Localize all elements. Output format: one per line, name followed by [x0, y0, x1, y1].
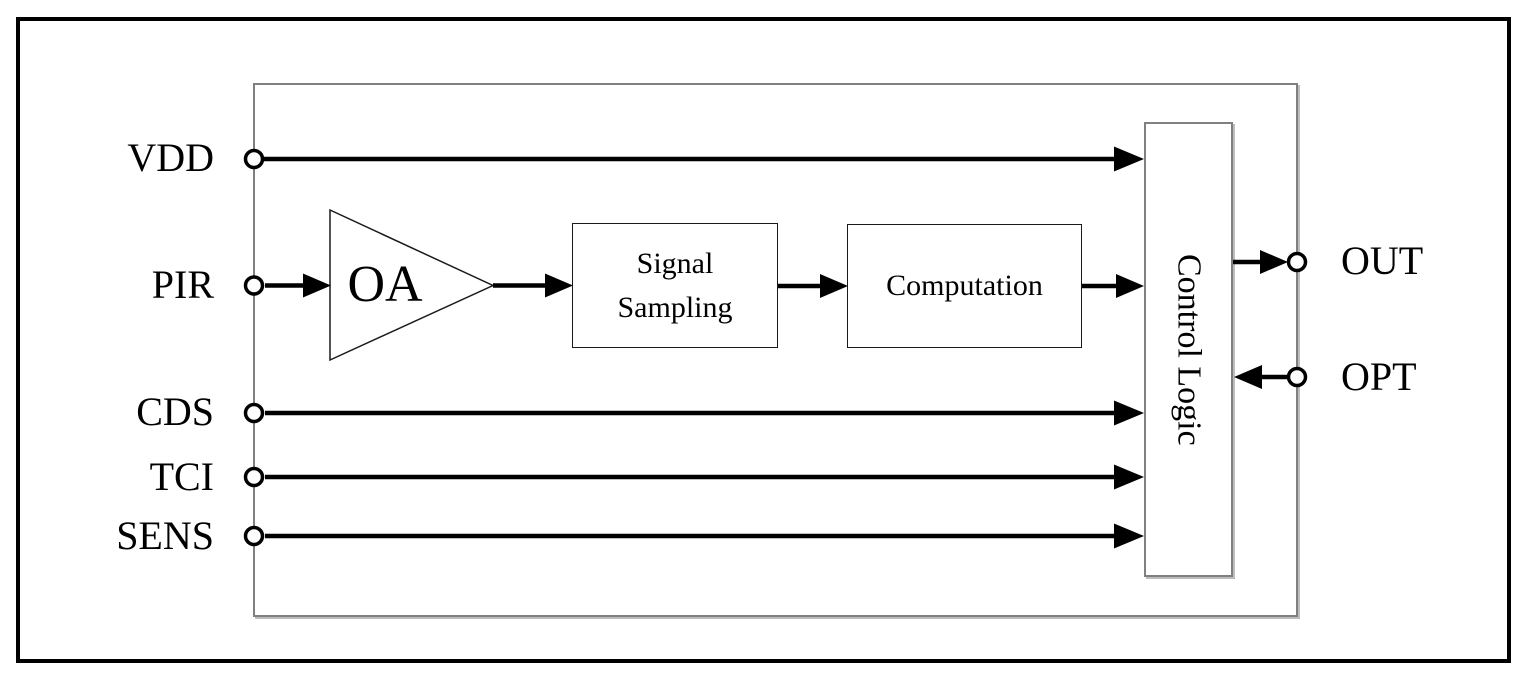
figure-frame — [16, 17, 1511, 663]
computation-block: Computation — [847, 224, 1082, 348]
port-label-tci: TCI — [149, 454, 214, 499]
port-label-vdd: VDD — [127, 135, 214, 180]
computation-label: Computation — [886, 269, 1043, 303]
signal-sampling-label: Signal Sampling — [617, 247, 733, 324]
control-logic-label: Control Logic — [1170, 253, 1208, 446]
port-label-opt: OPT — [1341, 354, 1417, 399]
control-logic-block: Control Logic — [1144, 122, 1233, 577]
chip-boundary-box — [253, 83, 1298, 617]
port-label-out: OUT — [1341, 238, 1424, 283]
signal-sampling-block: Signal Sampling — [572, 223, 778, 348]
port-label-sens: SENS — [116, 513, 214, 558]
opamp-label: OA — [347, 256, 423, 313]
port-label-pir: PIR — [151, 262, 214, 307]
port-label-cds: CDS — [136, 389, 214, 434]
